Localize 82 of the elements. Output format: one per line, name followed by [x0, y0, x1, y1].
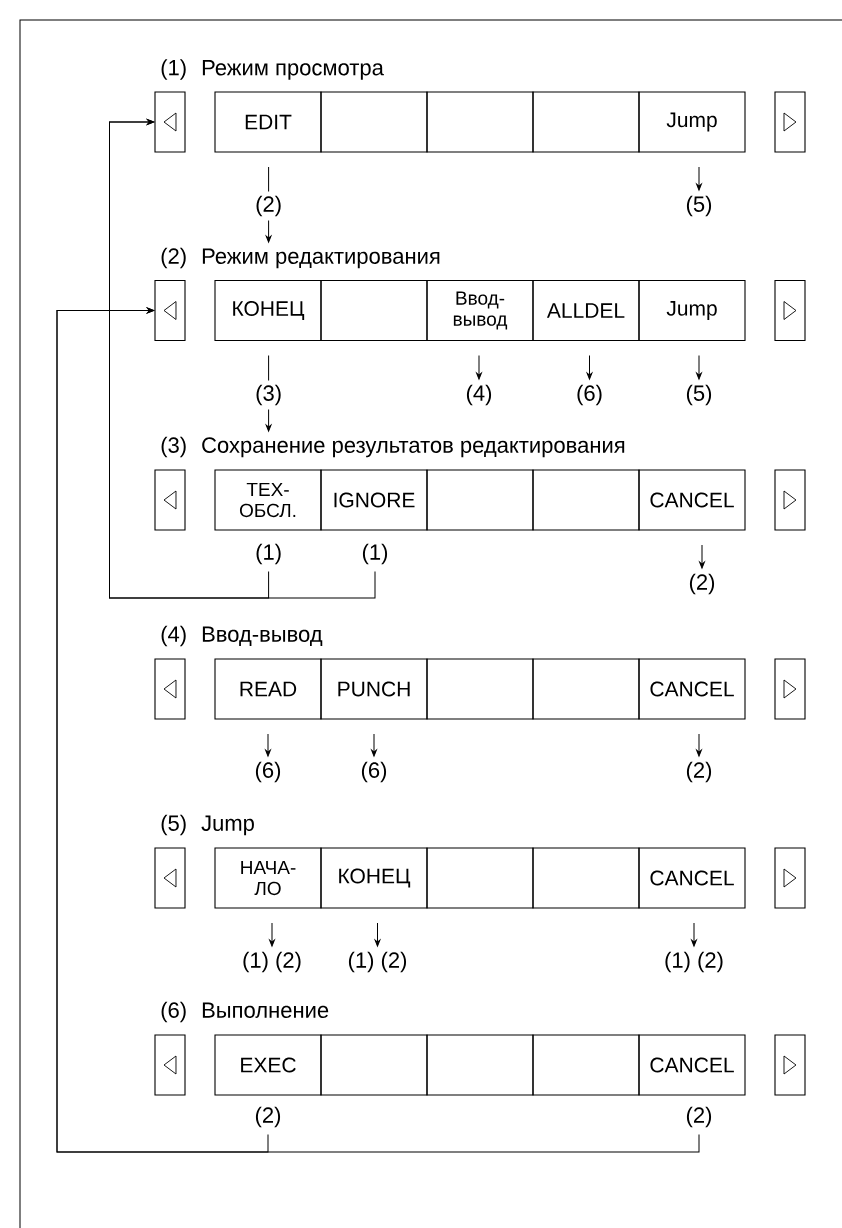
scroll-left-key [154, 1034, 186, 1096]
arrow [56, 307, 700, 1153]
soft-key [532, 847, 640, 909]
screen-number: (5) [686, 384, 712, 406]
screen-number: (2) [689, 573, 715, 595]
soft-key [426, 1034, 534, 1096]
arrow [265, 733, 271, 757]
screen-number: (2) [686, 1106, 712, 1128]
screen-number: (6) [361, 761, 387, 783]
arrow [691, 922, 697, 947]
soft-key [320, 1034, 428, 1096]
soft-key: Jump [638, 279, 746, 342]
soft-key [426, 469, 534, 531]
scroll-right-key [774, 91, 806, 153]
soft-key: CANCEL [638, 658, 746, 720]
screen-title: (1) Режим просмотра [161, 59, 384, 80]
screen-number: (1) [362, 543, 388, 565]
screen-title: (4) Ввод-вывод [161, 625, 323, 647]
arrow [699, 544, 705, 569]
scroll-left-key [154, 847, 186, 909]
scroll-left-key [154, 91, 186, 153]
screen-number: (2) [686, 761, 712, 783]
arrow [696, 733, 702, 757]
soft-key: ТЕХ- ОБСЛ. [214, 469, 322, 531]
screen-number: (6) [577, 384, 602, 406]
soft-key [532, 469, 640, 531]
soft-key [532, 658, 640, 720]
soft-key: ALLDEL [532, 279, 640, 342]
screen-number: (1) (2) [665, 951, 723, 973]
arrow [696, 355, 702, 380]
arrow [109, 119, 376, 599]
soft-key [532, 91, 640, 153]
soft-key: IGNORE [320, 469, 428, 531]
soft-key: КОНЕЦ [320, 847, 428, 909]
arrow [265, 408, 272, 432]
soft-key [532, 1034, 640, 1096]
soft-key [426, 658, 534, 720]
scroll-right-key [774, 279, 806, 342]
screen-number: (3) [256, 384, 281, 406]
scroll-right-key [774, 469, 806, 531]
scroll-right-key [774, 658, 806, 720]
screen-number: (4) [466, 384, 492, 406]
screen-number: (1) (2) [348, 951, 407, 973]
arrow [586, 355, 593, 380]
soft-key: Jump [638, 91, 746, 153]
connector-line [268, 166, 270, 193]
soft-key: CANCEL [638, 1034, 746, 1096]
scroll-left-key [154, 279, 186, 342]
arrow [265, 219, 272, 243]
soft-key: READ [214, 658, 322, 720]
screen-title: (3) Сохранение результатов редактирования [161, 436, 625, 458]
arrow [269, 922, 275, 947]
screen-number: (2) [255, 1106, 281, 1128]
screen-number: (5) [686, 195, 712, 217]
soft-key: EXEC [214, 1034, 322, 1096]
soft-key: EDIT [214, 91, 322, 153]
soft-key [426, 91, 534, 153]
screen-number: (2) [256, 195, 281, 217]
soft-key: PUNCH [320, 658, 428, 720]
arrow [476, 355, 482, 380]
scroll-left-key [154, 658, 186, 720]
arrow [696, 166, 702, 191]
soft-key [320, 279, 428, 342]
soft-key [320, 91, 428, 153]
soft-key: НАЧА- ЛО [214, 847, 322, 909]
soft-key: CANCEL [638, 469, 746, 531]
scroll-left-key [154, 469, 186, 531]
soft-key: Ввод- вывод [426, 279, 534, 342]
soft-key: CANCEL [638, 847, 746, 909]
scroll-right-key [774, 1034, 806, 1096]
screen-title: (2) Режим редактирования [161, 247, 440, 269]
soft-key [426, 847, 534, 909]
connector-line [268, 355, 270, 382]
arrow [371, 733, 377, 757]
screen-number: (1) [256, 543, 281, 565]
screen-title: (6) Выполнение [161, 1001, 329, 1023]
soft-key: КОНЕЦ [214, 279, 322, 342]
arrow [374, 922, 381, 947]
scroll-right-key [774, 847, 806, 909]
screen-title: (5) Jump [161, 814, 254, 836]
screen-number: (6) [255, 761, 281, 783]
screen-number: (1) (2) [243, 951, 301, 973]
